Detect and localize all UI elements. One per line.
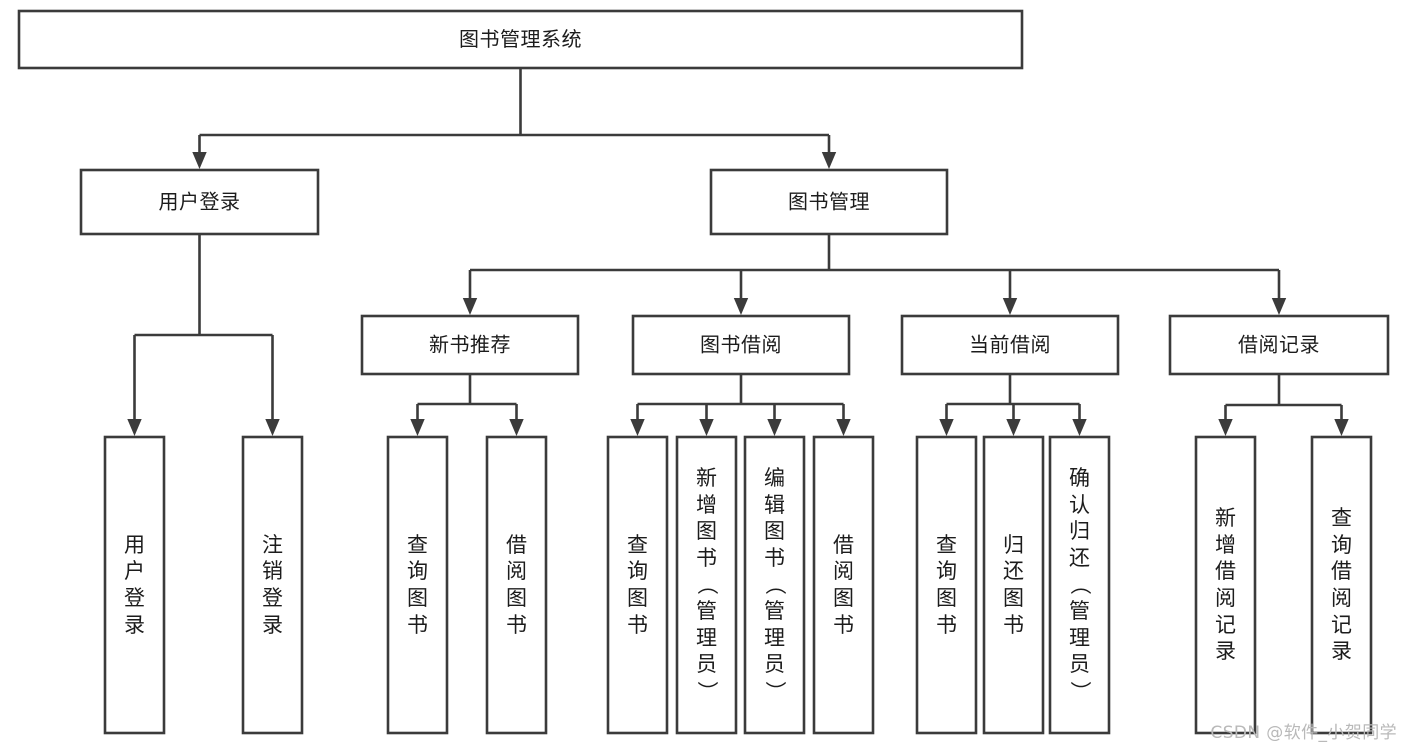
node-level3-borrow-record[interactable]: 借阅记录 bbox=[1168, 314, 1390, 376]
node-level3-book-borrow[interactable]: 图书借阅 bbox=[631, 314, 851, 376]
arrow-down-icon bbox=[1218, 419, 1233, 436]
node-level2-book-manage-box[interactable] bbox=[709, 168, 949, 236]
arrow-down-icon bbox=[192, 152, 207, 169]
node-leaf-leaf-logout-box[interactable] bbox=[241, 435, 304, 735]
arrow-down-icon bbox=[836, 419, 851, 436]
arrow-down-icon bbox=[1006, 419, 1021, 436]
node-leaf-leaf-query-book-3[interactable] bbox=[915, 435, 978, 735]
arrow-down-icon bbox=[1271, 298, 1287, 315]
arrow-down-icon bbox=[733, 298, 749, 315]
node-leaf-leaf-borrow-book-1-box[interactable] bbox=[485, 435, 548, 735]
node-leaf-leaf-add-record-box[interactable] bbox=[1194, 435, 1257, 735]
node-leaf-leaf-query-book-3-box[interactable] bbox=[915, 435, 978, 735]
arrow-down-icon bbox=[462, 298, 478, 315]
node-level2-book-manage[interactable]: 图书管理 bbox=[709, 168, 949, 236]
node-leaf-leaf-query-book-2-box[interactable] bbox=[606, 435, 669, 735]
node-leaf-leaf-query-record-box[interactable] bbox=[1310, 435, 1373, 735]
node-leaf-leaf-add-book-box[interactable] bbox=[675, 435, 738, 735]
node-root[interactable]: 图书管理系统 bbox=[17, 9, 1024, 70]
node-leaf-leaf-confirm-return-box[interactable] bbox=[1048, 435, 1111, 735]
arrow-down-icon bbox=[939, 419, 954, 436]
node-leaf-leaf-edit-book[interactable] bbox=[743, 435, 806, 735]
node-leaf-leaf-return-book[interactable] bbox=[982, 435, 1045, 735]
node-leaf-leaf-user-login-box[interactable] bbox=[103, 435, 166, 735]
arrow-down-icon bbox=[1002, 298, 1018, 315]
node-level3-current-borrow-label: 当前借阅 bbox=[969, 333, 1051, 357]
arrow-down-icon bbox=[630, 419, 645, 436]
node-root-label: 图书管理系统 bbox=[459, 27, 582, 51]
node-leaf-leaf-borrow-book-2-box[interactable] bbox=[812, 435, 875, 735]
node-leaf-leaf-confirm-return[interactable] bbox=[1048, 435, 1111, 735]
arrow-down-icon bbox=[127, 419, 142, 436]
node-leaf-leaf-query-book-2[interactable] bbox=[606, 435, 669, 735]
node-leaf-leaf-logout[interactable] bbox=[241, 435, 304, 735]
node-root-box[interactable] bbox=[17, 9, 1024, 70]
node-level3-borrow-record-label: 借阅记录 bbox=[1238, 333, 1320, 357]
arrow-down-icon bbox=[265, 419, 280, 436]
node-level3-new-book-rec-label: 新书推荐 bbox=[429, 333, 511, 357]
arrow-down-icon bbox=[1072, 419, 1087, 436]
node-leaf-leaf-borrow-book-2[interactable] bbox=[812, 435, 875, 735]
node-level3-book-borrow-label: 图书借阅 bbox=[700, 333, 782, 357]
node-leaf-leaf-add-record[interactable] bbox=[1194, 435, 1257, 735]
node-level2-user-login[interactable]: 用户登录 bbox=[79, 168, 320, 236]
node-leaf-leaf-query-book-1[interactable] bbox=[386, 435, 449, 735]
node-leaf-leaf-query-book-1-box[interactable] bbox=[386, 435, 449, 735]
node-leaf-leaf-user-login[interactable] bbox=[103, 435, 166, 735]
arrow-down-icon bbox=[699, 419, 714, 436]
node-level3-current-borrow[interactable]: 当前借阅 bbox=[900, 314, 1120, 376]
node-leaf-leaf-query-record[interactable] bbox=[1310, 435, 1373, 735]
arrow-down-icon bbox=[821, 152, 837, 169]
arrow-down-icon bbox=[410, 419, 425, 436]
node-level3-borrow-record-box[interactable] bbox=[1168, 314, 1390, 376]
arrow-down-icon bbox=[1334, 419, 1349, 436]
node-leaf-leaf-borrow-book-1[interactable] bbox=[485, 435, 548, 735]
node-level2-book-manage-label: 图书管理 bbox=[788, 190, 870, 214]
node-level3-new-book-rec[interactable]: 新书推荐 bbox=[360, 314, 580, 376]
node-level2-user-login-label: 用户登录 bbox=[159, 190, 241, 214]
node-leaf-leaf-add-book[interactable] bbox=[675, 435, 738, 735]
arrow-down-icon bbox=[767, 419, 782, 436]
node-leaf-leaf-edit-book-box[interactable] bbox=[743, 435, 806, 735]
node-leaf-leaf-return-book-box[interactable] bbox=[982, 435, 1045, 735]
arrow-down-icon bbox=[509, 419, 524, 436]
node-level3-new-book-rec-box[interactable] bbox=[360, 314, 580, 376]
